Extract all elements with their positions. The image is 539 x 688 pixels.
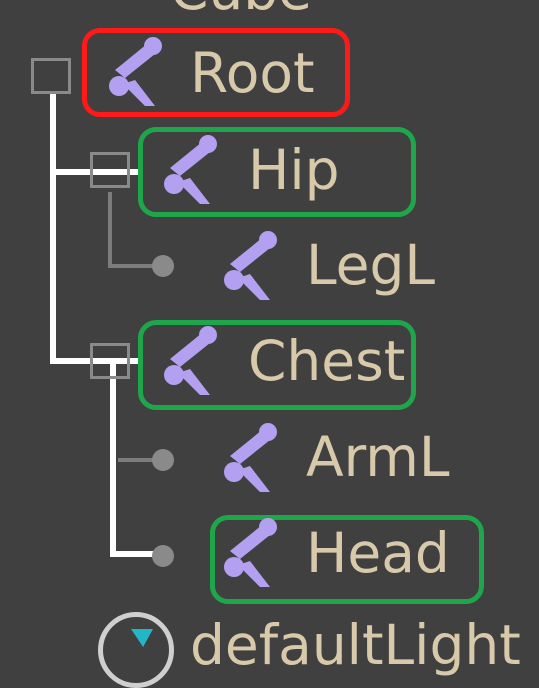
joint-icon [105,34,165,114]
tree-item-label: ArmL [306,425,450,489]
joint-icon [220,515,280,595]
annotation-line [110,360,116,556]
highlight-head [210,515,484,604]
expander-hip[interactable] [90,152,130,188]
tree-item-label: LegL [306,233,436,297]
expander-root[interactable] [31,58,71,94]
joint-icon [160,132,220,212]
hierarchy-line [118,458,158,462]
hierarchy-line [108,264,158,268]
light-icon [98,612,174,688]
joint-icon [220,228,280,308]
annotation-line [110,551,160,557]
leaf-dot [152,449,174,471]
partial-top-label[interactable]: Cube [170,0,312,22]
tree-item-label: Hip [248,138,340,202]
highlight-hip [138,127,416,217]
hierarchy-line [108,192,112,268]
highlight-root [82,28,350,117]
annotation-line [50,358,142,364]
annotation-line [50,92,56,362]
tree-item-label: Root [190,41,315,105]
expander-chest[interactable] [90,343,130,379]
tree-item-label: Head [306,521,450,585]
joint-icon [220,420,280,500]
leaf-dot [152,545,174,567]
annotation-line [50,169,142,175]
leaf-dot [152,255,174,277]
joint-icon [160,323,220,403]
tree-item-label: defaultLight [190,613,521,677]
outliner-tree: Cube Root Hip LegL Chest ArmL [0,0,539,649]
highlight-chest [138,320,416,410]
tree-item-label: Chest [248,329,406,393]
